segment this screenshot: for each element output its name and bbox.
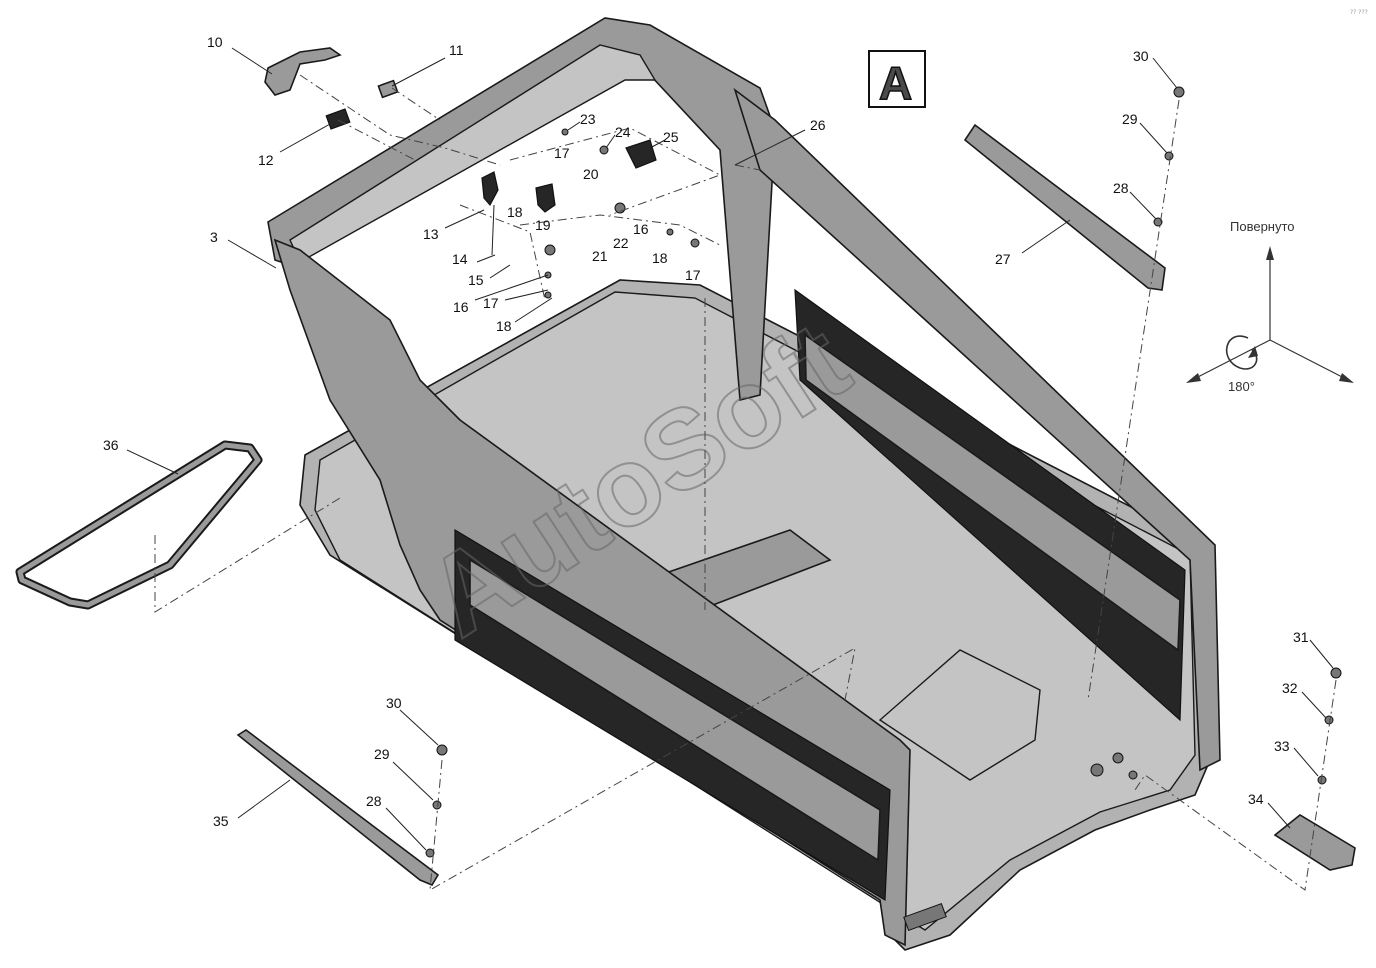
label-30a: 30 bbox=[1133, 48, 1149, 64]
label-14: 14 bbox=[452, 251, 468, 267]
cabin-shell bbox=[267, 17, 1221, 951]
label-18c: 18 bbox=[652, 250, 668, 266]
washer-29-bottom bbox=[432, 800, 442, 810]
bracket-19 bbox=[535, 183, 556, 213]
sill-strip-27 bbox=[963, 123, 1166, 291]
label-12: 12 bbox=[258, 152, 274, 168]
sill-strip-35 bbox=[236, 729, 440, 887]
label-22: 22 bbox=[613, 235, 629, 251]
label-29b: 29 bbox=[374, 746, 390, 762]
label-10: 10 bbox=[207, 34, 223, 50]
nut-16 bbox=[614, 202, 626, 214]
nut-16-lower bbox=[544, 244, 556, 256]
washer-29-top bbox=[1164, 151, 1174, 161]
label-33: 33 bbox=[1274, 738, 1290, 754]
label-17c: 17 bbox=[685, 267, 701, 283]
corner-mark: ?? ??? bbox=[1350, 9, 1368, 16]
label-13: 13 bbox=[423, 226, 439, 242]
label-16b: 16 bbox=[633, 221, 649, 237]
plate-12 bbox=[325, 108, 351, 130]
washer-28-top bbox=[1153, 217, 1163, 227]
label-21: 21 bbox=[592, 248, 608, 264]
plate-11 bbox=[377, 79, 399, 99]
label-28b: 28 bbox=[366, 793, 382, 809]
washer-28-bottom bbox=[425, 848, 435, 858]
label-30b: 30 bbox=[386, 695, 402, 711]
part-number-labels: 10 11 12 3 13 14 15 16 17 18 23 24 25 17… bbox=[103, 34, 1309, 829]
label-16a: 16 bbox=[453, 299, 469, 315]
door-handle-10 bbox=[264, 47, 342, 96]
label-36: 36 bbox=[103, 437, 119, 453]
label-3: 3 bbox=[210, 229, 218, 245]
lock-mechanism-13 bbox=[481, 171, 499, 256]
label-20: 20 bbox=[583, 166, 599, 182]
bolt-31 bbox=[1330, 667, 1342, 679]
label-26: 26 bbox=[810, 117, 826, 133]
bolt-30-bottom bbox=[436, 744, 448, 756]
label-34: 34 bbox=[1248, 791, 1264, 807]
rotation-direction-label: Повернуто bbox=[1230, 219, 1295, 234]
label-35: 35 bbox=[213, 813, 229, 829]
label-32: 32 bbox=[1282, 680, 1298, 696]
view-marker: A bbox=[868, 50, 926, 110]
label-17a: 17 bbox=[483, 295, 499, 311]
washer-17-right bbox=[690, 238, 700, 248]
label-11: 11 bbox=[449, 42, 464, 58]
label-27: 27 bbox=[995, 251, 1011, 267]
label-24: 24 bbox=[615, 124, 631, 140]
view-letter: A bbox=[879, 57, 912, 109]
leader-lines bbox=[126, 47, 1334, 851]
assembly-lines bbox=[154, 74, 1337, 891]
label-17b: 17 bbox=[554, 145, 570, 161]
rotation-indicator: Повернуто 180° bbox=[1186, 219, 1354, 394]
bolt-30-top bbox=[1173, 86, 1185, 98]
label-31: 31 bbox=[1293, 629, 1309, 645]
washer-32 bbox=[1324, 715, 1334, 725]
label-15: 15 bbox=[468, 272, 484, 288]
label-18b: 18 bbox=[507, 204, 523, 220]
screw-18-right bbox=[666, 228, 674, 236]
bracket-25 bbox=[625, 139, 657, 169]
label-19: 19 bbox=[535, 217, 551, 233]
rotation-angle-label: 180° bbox=[1228, 379, 1255, 394]
label-23: 23 bbox=[580, 111, 596, 127]
screw-18 bbox=[544, 291, 552, 299]
label-18a: 18 bbox=[496, 318, 512, 334]
hinge-34 bbox=[1273, 814, 1356, 871]
label-25: 25 bbox=[663, 129, 679, 145]
label-28a: 28 bbox=[1113, 180, 1129, 196]
screw-23 bbox=[561, 128, 569, 136]
label-29a: 29 bbox=[1122, 111, 1138, 127]
